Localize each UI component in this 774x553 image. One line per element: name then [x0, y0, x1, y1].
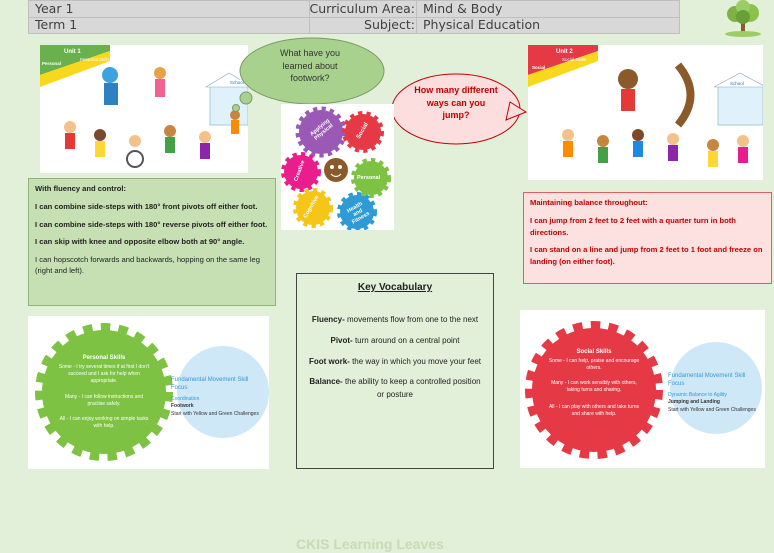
fluency-item: I can combine side-steps with 180° front… — [35, 201, 258, 211]
vocab-term: Fluency- — [311, 315, 345, 324]
footer-watermark: CKIS Learning Leaves — [296, 536, 444, 552]
header-row-2: Term 1 Subject: Physical Education — [29, 17, 679, 33]
balance-heading: Maintaining balance throughout: — [530, 198, 648, 207]
vocab-item: Fluency- movements flow from one to the … — [307, 314, 483, 327]
unit2-illustration — [528, 45, 763, 167]
personal-focus-sub: Footwork — [171, 403, 194, 409]
personal-focus-note: Start with Yellow and Green Challenges — [171, 411, 259, 417]
subject-key: Subject: — [364, 17, 415, 32]
vocab-item: Balance- the ability to keep a controlle… — [307, 376, 483, 402]
term-label: Term 1 — [35, 17, 78, 32]
header-row-1: Year 1 Curriculum Area: Mind & Body — [29, 1, 679, 18]
subject-value: Physical Education — [423, 17, 541, 32]
fluency-item: I can combine side-steps with 180° rever… — [35, 219, 268, 229]
thought-bubble-learned — [232, 37, 385, 112]
year-label: Year 1 — [35, 1, 74, 16]
curriculum-area-key: Curriculum Area: — [309, 1, 416, 16]
unit1-skill-label: Personal Skills — [80, 57, 110, 62]
gear-cognitive — [293, 188, 333, 228]
key-vocabulary-box: Key Vocabulary Fluency- movements flow f… — [296, 273, 494, 469]
vocab-title: Key Vocabulary — [357, 282, 433, 293]
social-skills-card: Social Skills Some - I can help, praise … — [520, 310, 765, 468]
personal-some: Some - I try several times if at first I… — [58, 364, 150, 384]
center-gears-illustration — [281, 106, 391, 230]
fluency-item: I can skip with knee and opposite elbow … — [35, 237, 245, 247]
speech-text-jump: How many different ways can you jump? — [414, 85, 498, 121]
social-focus-note: Start with Yellow and Green Challenges — [668, 407, 756, 413]
vocab-definition: turn around on a central point — [352, 335, 460, 345]
personal-gear-graphic — [35, 323, 269, 461]
vocab-definition: the way in which you move your feet — [349, 356, 482, 366]
curriculum-area-value: Mind & Body — [423, 1, 503, 16]
social-all: All - I can play with others and take tu… — [548, 404, 640, 417]
personal-skills-card: Personal Skills Some - I try several tim… — [28, 316, 269, 469]
gear-personal — [351, 158, 391, 198]
balance-item: I can stand on a line and jump from 2 fe… — [530, 245, 763, 267]
vocab-item: Pivot- turn around on a central point — [307, 335, 483, 348]
header-table: Year 1 Curriculum Area: Mind & Body Term… — [28, 0, 680, 34]
social-some: Some - I can help, praise and encourage … — [548, 358, 640, 371]
personal-focus-skill: Coordination — [171, 396, 200, 402]
personal-skills-title: Personal Skills — [82, 355, 126, 361]
center-gears-picture: Applying Physical Social Creative Person… — [281, 104, 394, 230]
tree-logo — [725, 0, 761, 37]
fluency-item: I can hopscotch forwards and backwards, … — [35, 255, 260, 276]
unit2-skill-label: Social Skills — [562, 57, 587, 62]
unit2-tag: Social — [532, 65, 546, 70]
social-skills-title: Social Skills — [576, 349, 612, 355]
balance-item: I can jump from 2 feet to 2 feet with a … — [530, 215, 736, 237]
gear-label-personal: Personal — [357, 175, 381, 181]
vocab-term: Balance- — [309, 377, 343, 387]
vocab-term: Foot work- — [308, 356, 350, 366]
vocab-definition: the ability to keep a controlled positio… — [342, 377, 481, 400]
unit1-picture: Unit 1 Personal Personal Skills School — [40, 45, 248, 173]
vocab-term: Pivot- — [330, 335, 353, 345]
unit1-illustration — [40, 45, 248, 168]
personal-all: All - I can enjoy working on simple task… — [59, 416, 149, 429]
social-focus-sub: Jumping and Landing — [668, 399, 720, 405]
social-many: Many - I can work sensibly with others, … — [551, 380, 637, 393]
unit2-picture: Unit 2 Social Social Skills School — [528, 45, 763, 180]
social-focus-title: Fundamental Movement Skill Focus — [668, 373, 746, 388]
unit2-school-sign: School — [730, 81, 744, 86]
thought-text-learned: What have you learned about footwork? — [279, 48, 341, 84]
fluency-heading: With fluency and control: — [35, 184, 127, 193]
gear-health — [337, 192, 377, 230]
fluency-objectives-box: With fluency and control: I can combine … — [28, 178, 276, 306]
personal-focus-title: Fundamental Movement Skill Focus — [171, 377, 249, 392]
unit2-number: Unit 2 — [556, 49, 573, 55]
social-focus-skill: Dynamic Balance to Agility — [668, 392, 727, 398]
vocab-item: Foot work- the way in which you move you… — [307, 356, 483, 369]
unit1-number: Unit 1 — [64, 49, 81, 55]
balance-objectives-box: Maintaining balance throughout: I can ju… — [523, 192, 772, 284]
gear-creative — [281, 152, 321, 192]
social-gear-graphic — [525, 321, 762, 459]
personal-many: Many - I can follow instructions and pra… — [64, 394, 144, 407]
unit1-school-sign: School — [230, 80, 244, 85]
gear-social — [342, 111, 384, 153]
unit1-tag: Personal — [42, 61, 62, 66]
vocab-definition: movements flow from one to the next — [344, 315, 479, 324]
